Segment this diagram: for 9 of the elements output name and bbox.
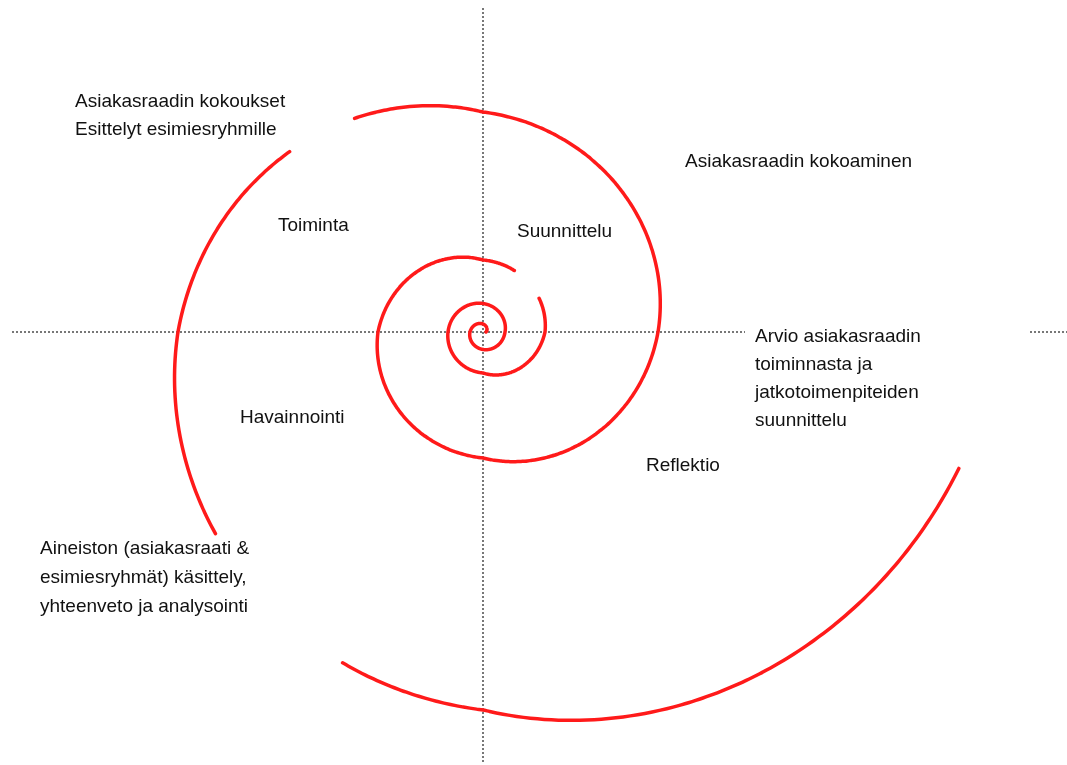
stage-label: Toiminta	[278, 213, 350, 237]
stage-label: Asiakasraadin kokoaminen	[685, 149, 914, 173]
stage-label: Esittelyt esimiesryhmille	[75, 117, 278, 141]
stage-label: Suunnittelu	[517, 219, 614, 243]
stage-label: Asiakasraadin kokoukset	[75, 89, 287, 113]
stage-label: Aineiston (asiakasraati & esimiesryhmät) käsittely, yhteenveto ja analysointi	[40, 536, 251, 618]
stage-label: Arvio asiakasraadin toiminnasta ja jatkotoimenpiteiden suunnittelu	[755, 324, 922, 432]
stage-label: Reflektio	[646, 453, 721, 477]
stage-label: Havainnointi	[240, 405, 346, 429]
